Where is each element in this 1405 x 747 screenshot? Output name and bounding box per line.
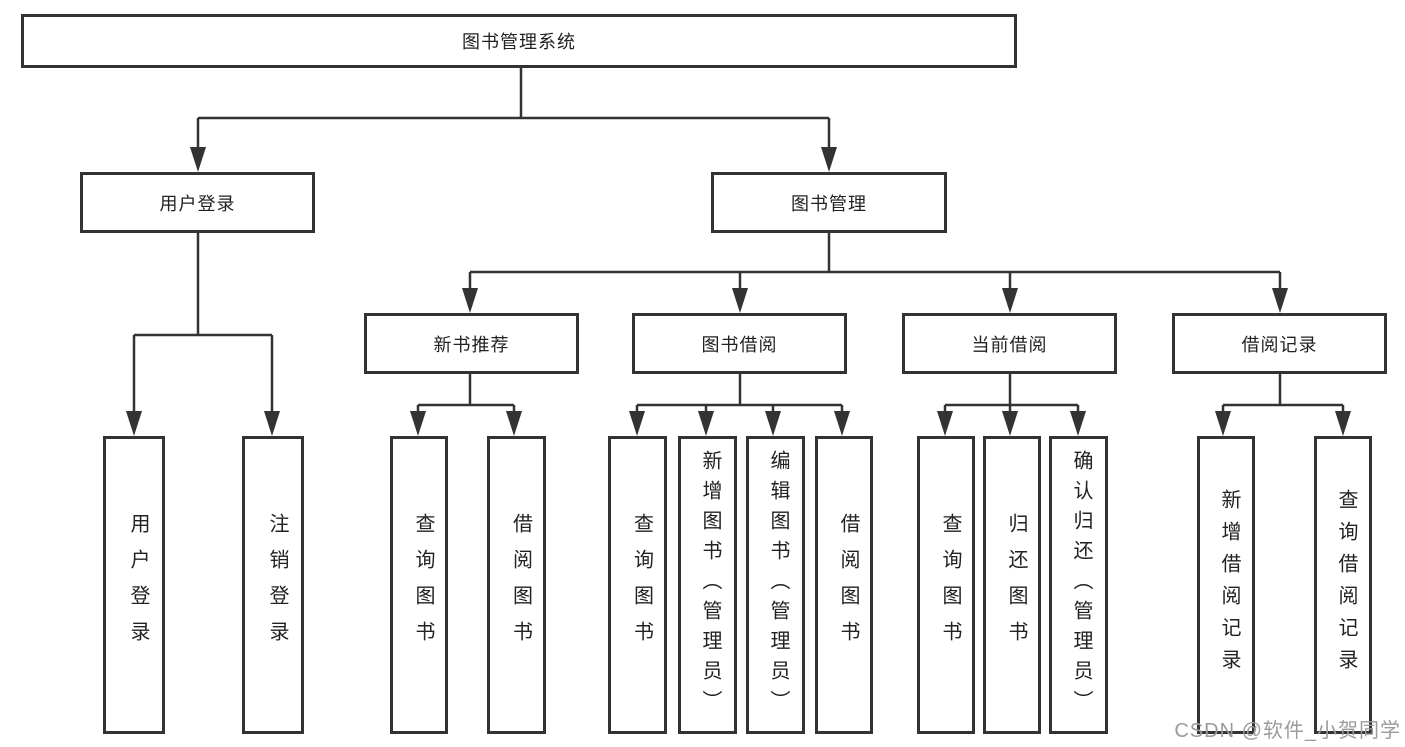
leaf-current-query: 查询图书 [917,436,975,734]
node-book-management: 图书管理 [711,172,947,233]
leaf-record-add: 新增借阅记录 [1197,436,1255,734]
node-new-book-recommend: 新书推荐 [364,313,579,374]
node-borrow-record: 借阅记录 [1172,313,1387,374]
leaf-newbook-borrow: 借阅图书 [487,436,546,734]
leaf-newbook-query: 查询图书 [390,436,448,734]
leaf-record-query: 查询借阅记录 [1314,436,1372,734]
arrowheads [126,147,1351,436]
node-root: 图书管理系统 [21,14,1017,68]
leaf-current-confirm: 确认归还（管理员） [1049,436,1108,734]
leaf-borrow-add: 新增图书（管理员） [678,436,737,734]
node-user-login: 用户登录 [80,172,315,233]
node-book-borrow: 图书借阅 [632,313,847,374]
leaf-borrow-query: 查询图书 [608,436,667,734]
leaf-user-login: 用户登录 [103,436,165,734]
node-current-borrow: 当前借阅 [902,313,1117,374]
leaf-borrow-edit: 编辑图书（管理员） [746,436,805,734]
leaf-borrow-lend: 借阅图书 [815,436,873,734]
leaf-current-return: 归还图书 [983,436,1041,734]
leaf-logout: 注销登录 [242,436,304,734]
watermark: CSDN @软件_小贺同学 [1174,720,1401,742]
